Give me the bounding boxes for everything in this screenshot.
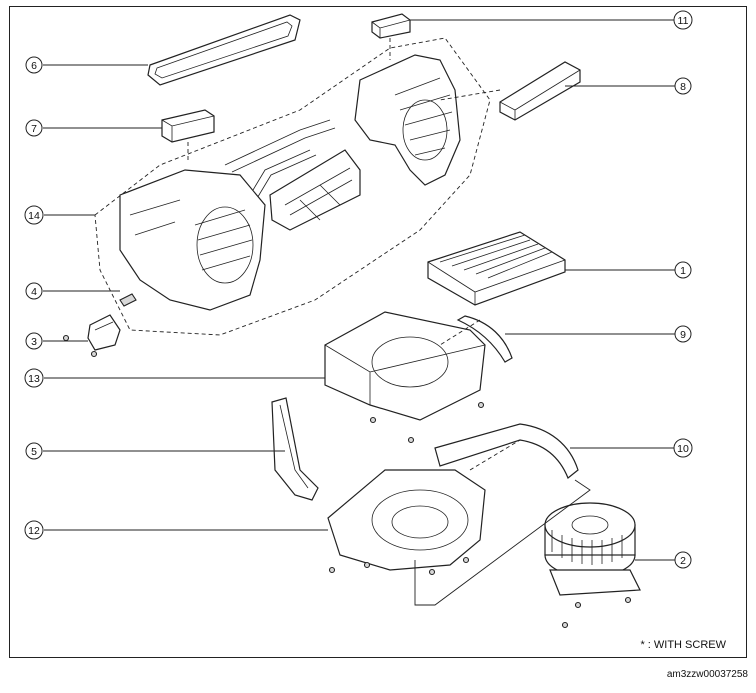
callout-4-label: 4 [31, 286, 37, 298]
callout-12: 12 [24, 520, 328, 540]
part-1-filter [427, 231, 566, 306]
callout-14-label: 14 [28, 210, 40, 222]
part-14-main-housing [119, 169, 266, 311]
callout-4: 4 [25, 282, 120, 300]
evaporator-core [269, 149, 361, 231]
callout-8-label: 8 [680, 81, 686, 93]
part-8-foam [499, 61, 581, 121]
callout-5-label: 5 [31, 446, 37, 458]
callout-11-label: 11 [678, 15, 689, 27]
guide-lines [187, 38, 521, 471]
part-7-block [161, 109, 215, 143]
bracket-part-2 [414, 479, 591, 606]
callout-3: 3 [25, 332, 88, 350]
screws [62, 334, 632, 629]
callout-1: 1 [565, 261, 692, 279]
callout-1-label: 1 [680, 265, 686, 277]
callout-6-label: 6 [31, 60, 37, 72]
pipes [224, 119, 336, 201]
assembly-boundary-dashed [94, 37, 491, 336]
callout-7: 7 [25, 119, 162, 137]
callout-2-label: 2 [680, 555, 686, 567]
callout-2: 2 [635, 551, 692, 569]
screw-note: * : WITH SCREW [640, 639, 726, 651]
callout-14: 14 [24, 205, 95, 225]
callout-5: 5 [25, 442, 285, 460]
diagram-frame [9, 6, 747, 658]
part-13-intake-housing [324, 311, 486, 421]
callout-9: 9 [505, 325, 692, 343]
part-3-resistor [87, 314, 121, 351]
callout-7-label: 7 [31, 123, 37, 135]
callout-10: 10 [570, 438, 693, 458]
part-9-seal [456, 315, 513, 363]
part-4-connector [119, 293, 137, 307]
part-6-gasket [147, 14, 301, 86]
part-11-block [371, 13, 411, 39]
callout-13-label: 13 [28, 373, 40, 385]
callout-13: 13 [24, 368, 325, 388]
callout-6: 6 [25, 56, 148, 74]
document-id: am3zzw00037258 [666, 669, 748, 680]
callout-10-label: 10 [677, 443, 689, 455]
upper-housing-right [354, 54, 461, 186]
part-2-blower-motor [544, 502, 641, 596]
callout-9-label: 9 [680, 329, 686, 341]
callout-3-label: 3 [31, 336, 37, 348]
callout-12-label: 12 [28, 525, 40, 537]
callout-11: 11 [410, 10, 693, 30]
callout-8: 8 [565, 77, 692, 95]
part-5-seal [271, 397, 319, 501]
part-10-seal [434, 423, 579, 479]
part-12-blower-case [327, 469, 486, 571]
